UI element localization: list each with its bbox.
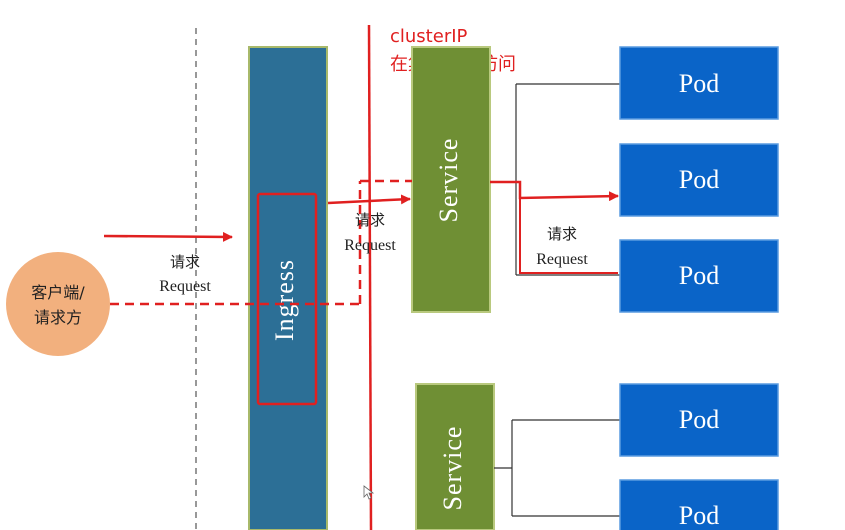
client-label-line2: 请求方 xyxy=(34,308,82,327)
cluster-ip-line xyxy=(367,24,373,530)
service-to-pod2-request-line xyxy=(490,180,619,202)
pod-label: Pod xyxy=(679,165,719,194)
pod-3: Pod xyxy=(619,239,779,313)
ingress-highlight-box xyxy=(256,192,318,406)
cluster-ip-note: clusterIP xyxy=(390,26,468,47)
service-bottom-box xyxy=(415,383,495,530)
ingress-box xyxy=(248,46,328,530)
request-client-cn: 请求 xyxy=(170,253,200,271)
ingress-request-arrow xyxy=(327,194,411,205)
client-circle xyxy=(6,252,110,356)
pod-4: Pod xyxy=(619,383,779,457)
service-top-label: Service xyxy=(434,138,463,223)
service-bottom-label: Service xyxy=(438,426,467,511)
request-service-en: Request xyxy=(536,251,588,268)
service-to-pod3-request-line xyxy=(519,198,618,274)
mouse-cursor-icon xyxy=(363,485,375,500)
pod-5: Pod xyxy=(619,479,779,530)
request-client-en: Request xyxy=(159,278,211,295)
pod-label: Pod xyxy=(679,69,719,98)
ingress-label: Ingress xyxy=(270,259,299,341)
client-request-arrow xyxy=(103,231,233,242)
pod-label: Pod xyxy=(679,405,719,434)
pod-label: Pod xyxy=(679,501,719,530)
client-label-line1: 客户端/ xyxy=(31,283,85,302)
service-top-box xyxy=(411,46,491,313)
pod-2: Pod xyxy=(619,143,779,217)
pod-1: Pod xyxy=(619,46,779,120)
request-ingress-cn: 请求 xyxy=(355,211,385,229)
request-service-cn: 请求 xyxy=(547,225,577,243)
pod-label: Pod xyxy=(679,261,719,290)
request-ingress-en: Request xyxy=(344,237,396,254)
